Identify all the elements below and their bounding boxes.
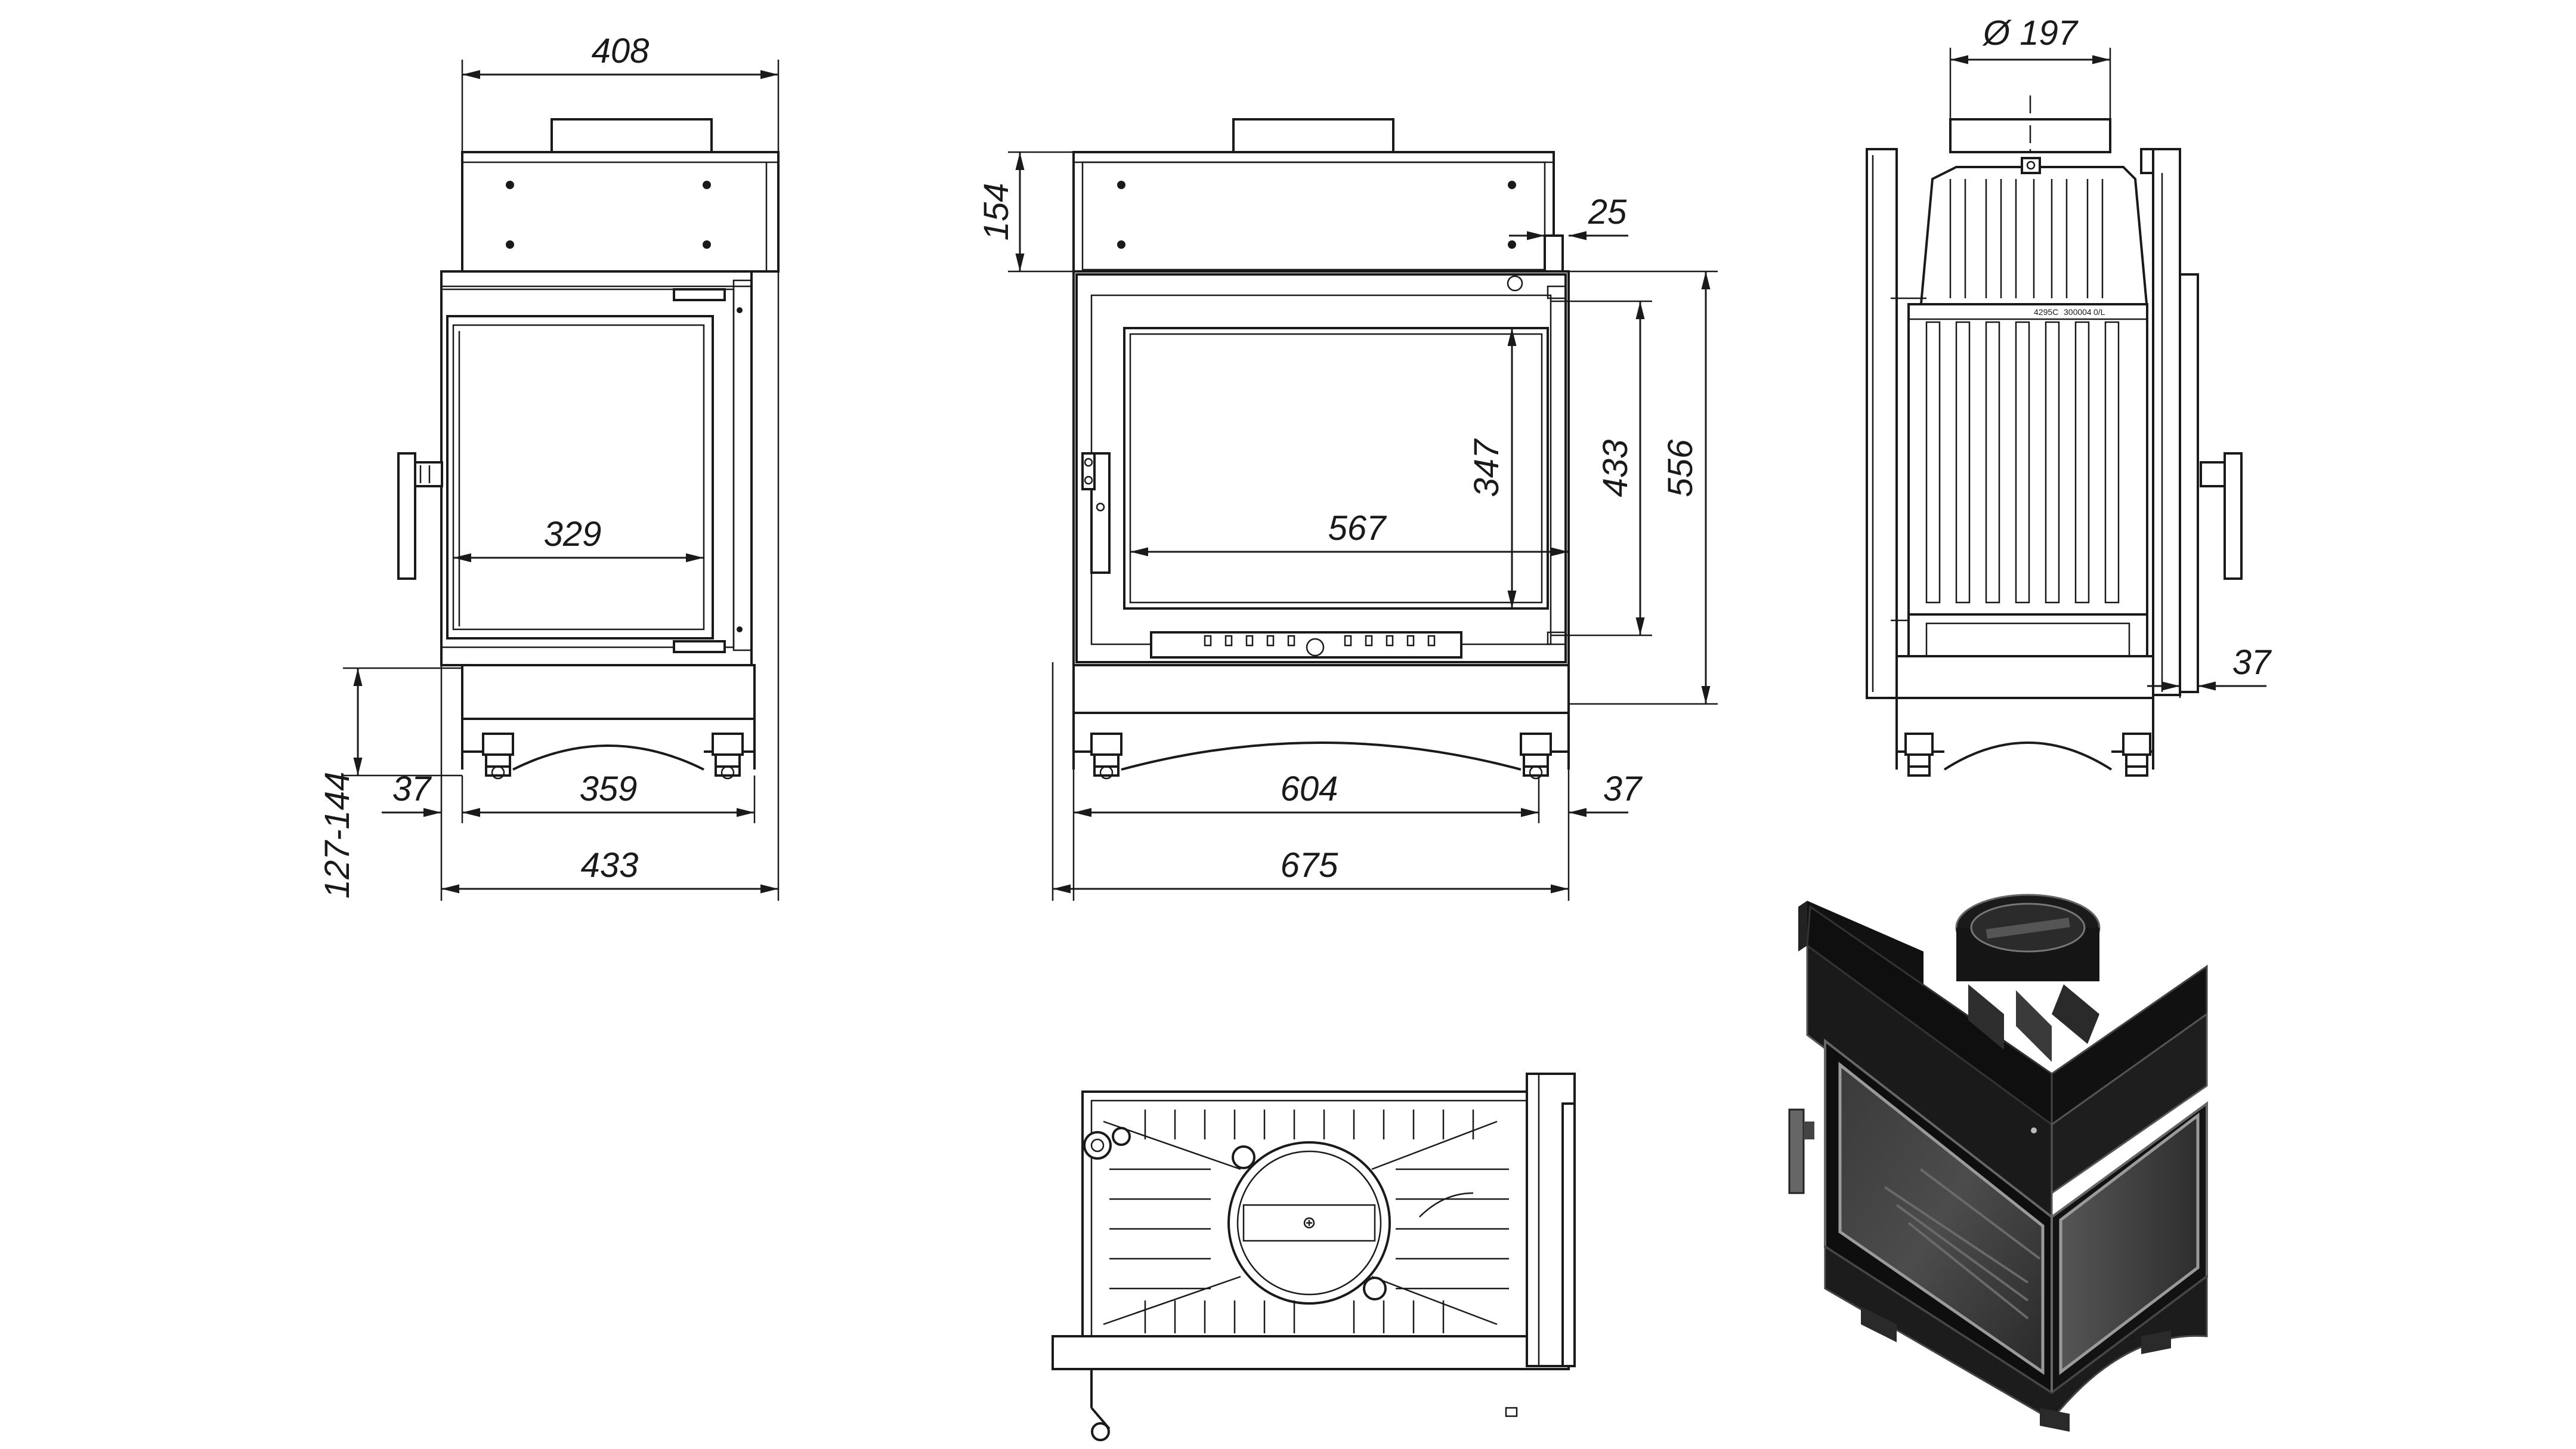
dim-front-opening-height: 433: [1596, 440, 1635, 498]
dim-front-overlap: 25: [1588, 193, 1627, 231]
dim-side-glass-width: 329: [544, 515, 602, 554]
dim-front-glass-height: 347: [1467, 438, 1506, 498]
dim-front-base-width: 604: [1281, 770, 1338, 808]
dim-side-total-width: 433: [581, 846, 639, 885]
dim-front-top-height: 154: [977, 183, 1016, 241]
plate-label-1: 4295C: [2034, 307, 2058, 317]
dim-front-offset: 37: [1603, 770, 1643, 808]
top-view: [1052, 1073, 1576, 1441]
rear-side-view: Ø 197 4295C 300004 0/L: [1866, 14, 2272, 777]
dim-side-height-range: 127-144: [318, 772, 357, 899]
dim-front-glass-width: 567: [1328, 509, 1388, 548]
fireplace-3d-render: [1788, 894, 2208, 1432]
dim-front-total-width: 675: [1281, 846, 1339, 885]
dim-front-total-height: 556: [1661, 439, 1700, 498]
dim-right-offset: 37: [2232, 643, 2272, 682]
side-view: 408 329 127-144 37 359 433: [318, 32, 780, 901]
dim-side-top-width: 408: [592, 32, 650, 70]
plate-label-2: 300004: [2064, 307, 2092, 317]
dim-side-offset: 37: [392, 770, 432, 808]
front-view: 154 25 347 433 556 567 604 37 6: [977, 118, 1718, 901]
dim-side-base-width: 359: [580, 770, 638, 808]
plate-label-3: 0/L: [2093, 307, 2105, 317]
dim-flue-diameter: Ø 197: [1982, 14, 2079, 52]
